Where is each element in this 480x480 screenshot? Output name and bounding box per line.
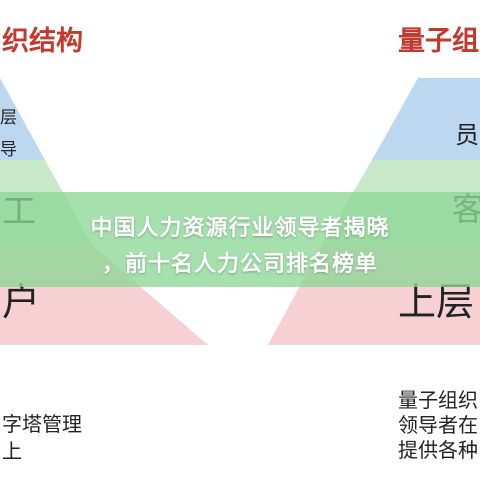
- left-diagram-title: 织结构: [2, 26, 83, 57]
- right-tier-top-label: 员: [455, 121, 479, 149]
- right-diagram-title: 量子组: [398, 26, 479, 57]
- left-caption-line-2: 上: [2, 439, 22, 463]
- left-tier-top-label-2: 导: [0, 140, 17, 160]
- headline-banner: 中国人力资源行业领导者揭晓 ，前十名人力公司排名榜单: [0, 192, 480, 287]
- headline-line-1: 中国人力资源行业领导者揭晓: [90, 216, 390, 241]
- right-caption-line-1: 量子组织: [398, 388, 478, 412]
- left-caption-line-1: 字塔管理: [2, 412, 82, 436]
- right-pyramid-blue-tier: [372, 78, 480, 160]
- left-tier-top-label-1: 层: [0, 108, 17, 128]
- left-pyramid-blue-tier: [0, 78, 45, 160]
- left-tier-bottom-label: 户: [2, 280, 41, 324]
- right-caption-line-3: 提供各种: [398, 438, 478, 462]
- headline-line-2: ，前十名人力公司排名榜单: [101, 252, 378, 277]
- right-tier-bottom-label: 上层: [398, 280, 475, 324]
- right-caption-line-2: 领导者在: [398, 413, 478, 437]
